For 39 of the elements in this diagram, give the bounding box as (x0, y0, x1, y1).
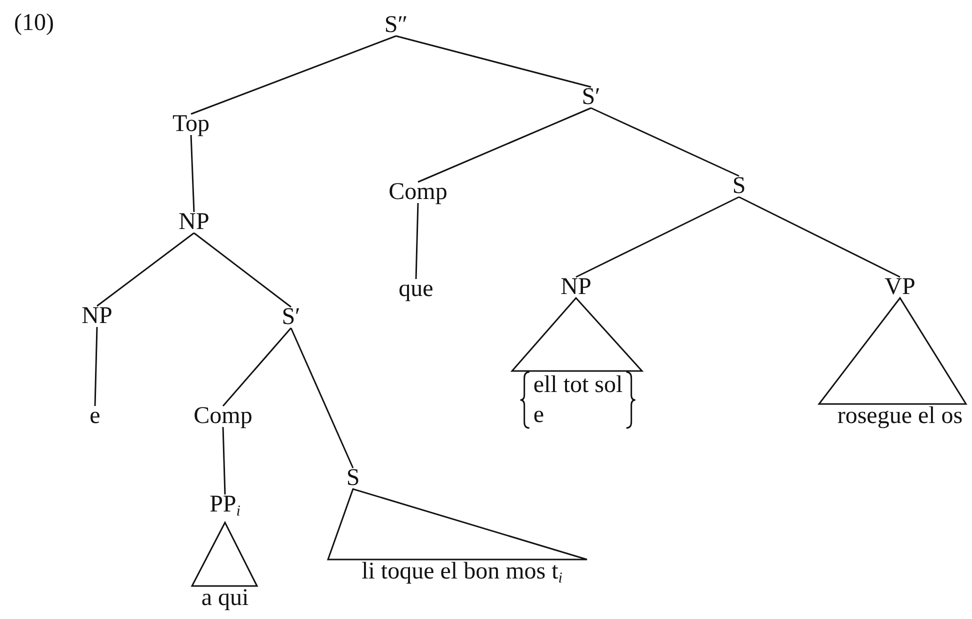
node-label: S′ (582, 84, 600, 110)
node-label: Comp (194, 403, 252, 429)
node-label: e (533, 401, 545, 430)
abbreviation-triangle (326, 488, 588, 560)
node-label: a qui (201, 585, 249, 611)
tree-branch (194, 232, 292, 308)
example-number: (10) (14, 10, 54, 37)
tree-branch (222, 328, 292, 406)
tree-branch (190, 35, 396, 115)
node-label: S (732, 173, 746, 199)
tree-branch (415, 202, 419, 280)
node-label: NP (82, 303, 112, 329)
node-label: VP (884, 274, 916, 300)
node-label: que (398, 276, 434, 302)
node-label: rosegue el os (837, 403, 963, 429)
tree-branch (418, 107, 592, 183)
node-label: NP (560, 274, 592, 300)
node-label: li toque el bon mos t$_{i}$ (362, 558, 562, 592)
tree-branch (222, 426, 226, 495)
tree-branch (96, 232, 194, 307)
abbreviation-triangle (510, 296, 644, 372)
node-label: ell tot sol (533, 371, 623, 400)
node-label: e (90, 403, 100, 429)
tree-branch (190, 134, 195, 212)
tree-branch (396, 35, 592, 88)
node-label: Comp (388, 179, 448, 205)
node-label: S′ (282, 304, 300, 330)
tree-branch (738, 196, 900, 278)
tree-branch (576, 196, 740, 278)
tree-branch (94, 326, 98, 406)
node-label: S (346, 465, 360, 491)
abbreviation-triangle (817, 296, 968, 405)
tree-branch (590, 107, 740, 177)
node-label: Top (172, 111, 210, 137)
node-label: S″ (384, 12, 408, 38)
node-label: PP$_{i}$ (210, 492, 240, 524)
tree-branch (290, 328, 354, 468)
abbreviation-triangle (190, 520, 258, 587)
node-label: NP (178, 209, 210, 235)
